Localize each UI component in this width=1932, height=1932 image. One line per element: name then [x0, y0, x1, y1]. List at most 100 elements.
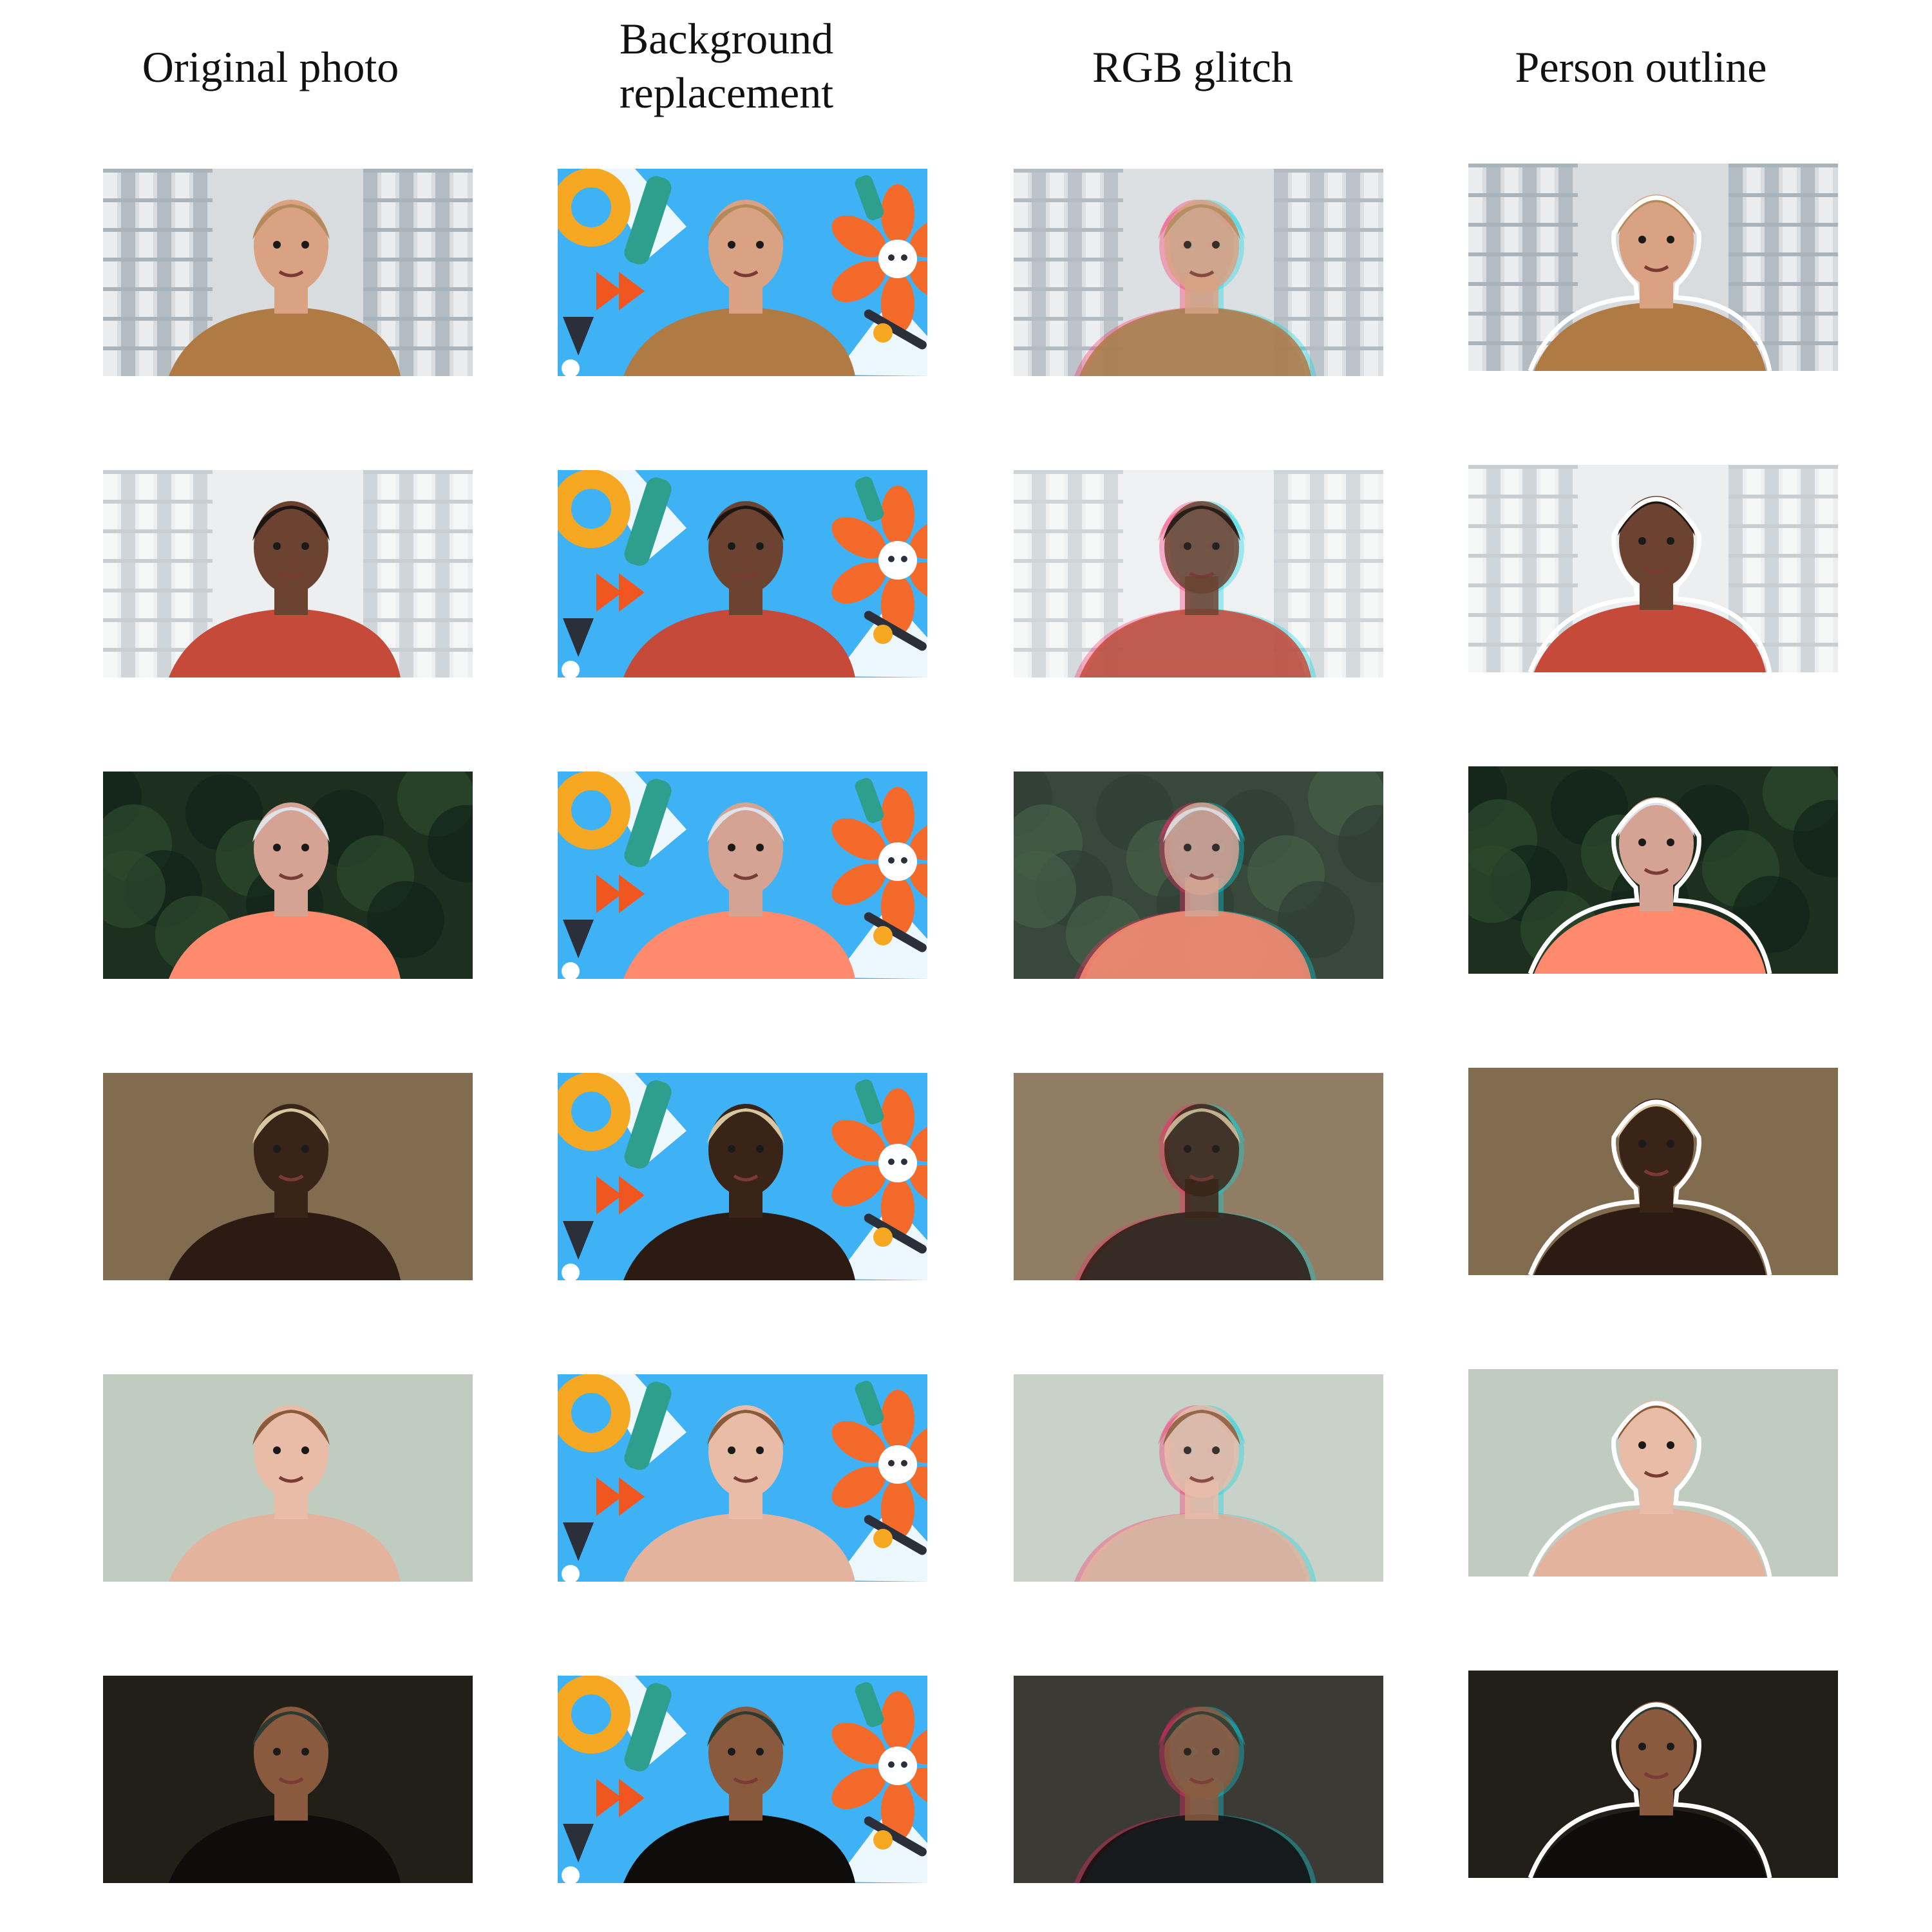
person-eye — [1667, 838, 1674, 846]
cartoon-teal-bar — [855, 477, 884, 522]
cartoon-flower-eye — [901, 857, 907, 864]
foliage-blob — [428, 805, 473, 882]
person-eye — [1184, 844, 1191, 851]
cartoon-chevron — [596, 875, 622, 913]
cartoon-stick — [864, 1213, 927, 1254]
cartoon-flower-petal — [909, 1421, 927, 1463]
photo-original-woman-in-red-blazer-holding-laptop — [103, 470, 473, 677]
person-eye — [273, 1145, 281, 1153]
building-floor-line — [1014, 287, 1123, 291]
building-panel — [1504, 465, 1519, 672]
person-eye — [1638, 537, 1646, 545]
building-panel — [1050, 470, 1064, 677]
cartoon-teal-bar — [855, 175, 884, 220]
building-floor-line — [103, 589, 213, 592]
photo-canvas — [1468, 766, 1838, 974]
building-floor-line — [363, 500, 473, 504]
building-panel — [1274, 470, 1288, 677]
building-floor-line — [1728, 341, 1838, 345]
cartoon-flower-petal — [881, 1390, 914, 1449]
column-header-line: Person outline — [1515, 43, 1767, 91]
building-floor-line — [103, 618, 213, 622]
cartoon-dot — [562, 1565, 580, 1582]
person-eye — [728, 1748, 735, 1756]
cartoon-flower-center — [878, 1445, 917, 1484]
photo-background-replacement-smiling-woman-bare-shoulders — [558, 1374, 927, 1582]
person-eye — [301, 1446, 309, 1454]
building-panel — [1468, 164, 1482, 371]
building-panel — [121, 470, 135, 677]
cartoon-triangle — [563, 618, 594, 657]
glitch-channel-main — [1079, 1707, 1311, 1883]
building-floor-line — [1274, 228, 1383, 232]
person-eye — [1638, 1140, 1646, 1148]
building-floor-line — [1274, 198, 1383, 202]
building-panel — [1486, 164, 1501, 371]
photo-canvas — [1014, 470, 1383, 677]
building-panel — [1328, 470, 1342, 677]
photo-canvas — [558, 1374, 927, 1582]
building-panel — [1310, 470, 1324, 677]
person-mouth — [1189, 1174, 1215, 1182]
building-floor-line — [363, 346, 473, 350]
building-floor-line — [1468, 223, 1578, 227]
cartoon-flower-petal — [831, 215, 886, 258]
column-header-original: Original photo — [77, 40, 464, 94]
cartoon-ball — [873, 926, 893, 945]
building-floor-line — [1274, 258, 1383, 261]
person-mouth — [1643, 265, 1669, 272]
cartoon-flower-center — [878, 1747, 917, 1785]
person-mouth — [278, 873, 304, 880]
cartoon-chevron — [619, 1477, 645, 1516]
person-face — [1619, 797, 1694, 890]
photo-canvas — [1014, 1374, 1383, 1582]
building-floor-line — [103, 258, 213, 261]
person-face — [708, 1104, 783, 1197]
building-panel — [1346, 169, 1360, 376]
building-panel — [435, 169, 450, 376]
person-face — [1164, 200, 1239, 292]
photo-person-outline-woman-in-red-blazer-holding-laptop — [1468, 465, 1838, 672]
cartoon-flower-center — [878, 541, 917, 580]
person-mouth — [1643, 1169, 1669, 1177]
building-floor-line — [1468, 524, 1578, 528]
building-panel — [175, 470, 189, 677]
building-panel — [1104, 169, 1118, 376]
cartoon-flower-eye — [888, 857, 895, 864]
person-eye — [1212, 1145, 1220, 1153]
building-panel — [453, 169, 468, 376]
building-floor-line — [103, 346, 213, 350]
person-hair — [252, 1108, 330, 1144]
person-hair — [707, 1108, 784, 1144]
person-hair — [252, 1711, 330, 1747]
cartoon-dot — [562, 962, 580, 979]
building-panel — [1364, 169, 1378, 376]
cartoon-flower-petal — [881, 1480, 914, 1539]
person-torso — [623, 609, 855, 677]
person-face — [1164, 1405, 1239, 1498]
person-mouth — [278, 270, 304, 278]
person-torso — [1079, 1211, 1311, 1280]
cartoon-chevron — [619, 875, 645, 913]
cartoon-flower-center — [878, 240, 917, 278]
building-panel — [381, 470, 395, 677]
building-panel — [1068, 470, 1082, 677]
cartoon-chevron — [619, 1176, 645, 1215]
building-panel — [399, 470, 413, 677]
person-face — [254, 1405, 328, 1498]
photo-layer — [103, 1676, 473, 1883]
person-hair — [707, 807, 784, 842]
building-floor-line — [1728, 583, 1838, 587]
person-hair — [707, 506, 784, 541]
photo-rgb-glitch-woman-in-head-wrap-black-top — [1014, 1676, 1383, 1883]
person-eye — [728, 542, 735, 550]
cartoon-flower-petal — [909, 260, 927, 303]
building-floor-line — [1728, 282, 1838, 286]
cartoon-flower-petal — [909, 215, 927, 258]
building-panel — [1274, 169, 1288, 376]
person-torso — [169, 307, 401, 376]
person-eye — [301, 1748, 309, 1756]
photo-canvas — [1014, 1073, 1383, 1280]
person-eye — [1184, 1145, 1191, 1153]
cartoon-flower-petal — [881, 486, 914, 545]
